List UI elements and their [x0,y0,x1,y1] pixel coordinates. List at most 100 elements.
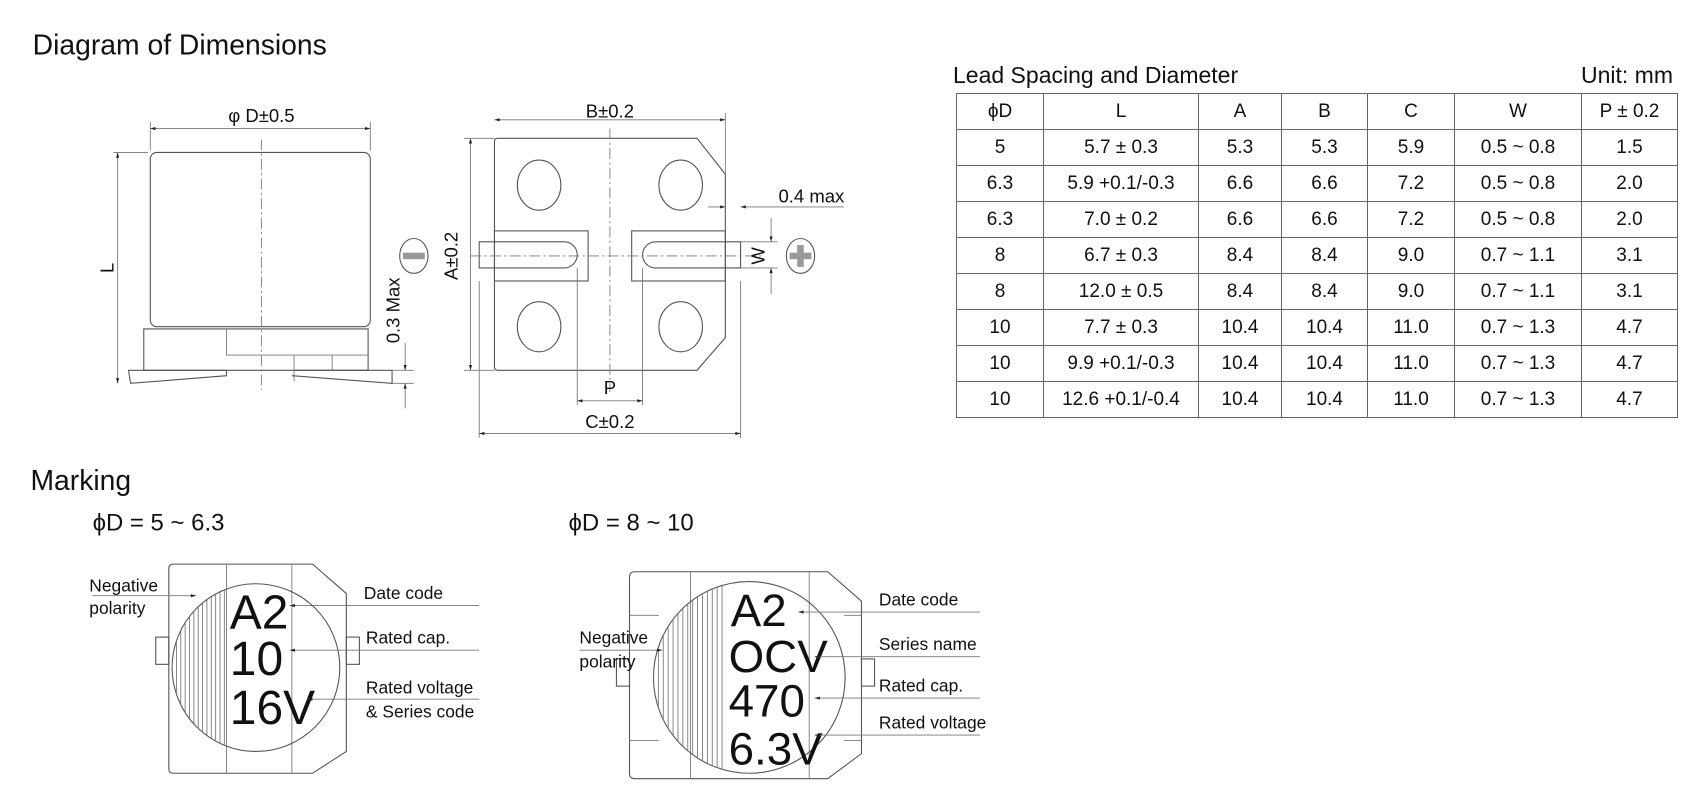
table-cell: 5.9 [1367,129,1455,166]
table-cell: 4.7 [1581,381,1678,418]
side-view-drawing: φ D±0.5 L 0.3 Max [96,105,414,409]
table-title-bar: Lead Spacing and Diameter Unit: mm [953,62,1673,89]
marking-large-line-4: 6.3V [729,724,824,775]
table-cell: 3.1 [1581,237,1678,274]
marking-large-line-1: A2 [731,585,787,636]
marking-small-heading: ϕD = 5 ~ 6.3 [93,509,225,536]
table-cell: 10.4 [1198,345,1282,382]
column-header: C [1367,93,1455,130]
b-label: B±0.2 [586,101,634,122]
table-cell: 8.4 [1281,273,1368,310]
table-cell: 10.4 [1281,309,1368,346]
table-cell: 5.3 [1281,129,1368,166]
large-neg-label-1: Negative [579,628,648,648]
table-cell: 0.7 ~ 1.1 [1454,273,1582,310]
table-cell: 5.7 ± 0.3 [1043,129,1199,166]
table-cell: 6.6 [1281,165,1368,202]
c-label: C±0.2 [585,411,634,432]
large-series-label: Series name [879,634,977,654]
table-cell: 10.4 [1198,309,1282,346]
small-neg-label-2: polarity [89,598,145,618]
table-cell: 6.6 [1198,201,1282,238]
table-cell: 6.3 [956,165,1044,202]
table-cell: 7.0 ± 0.2 [1043,201,1199,238]
small-date-label: Date code [364,583,443,603]
table-cell: 8 [956,273,1044,310]
w-label: W [748,247,769,265]
table-cell: 9.9 +0.1/-0.3 [1043,345,1199,382]
table-cell: 2.0 [1581,165,1678,202]
column-header: A [1198,93,1282,130]
table-cell: 4.7 [1581,309,1678,346]
table-cell: 12.6 +0.1/-0.4 [1043,381,1199,418]
table-cell: 10.4 [1281,381,1368,418]
table-cell: 4.7 [1581,345,1678,382]
large-cap-label: Rated cap. [879,676,963,696]
table-cell: 7.7 ± 0.3 [1043,309,1199,346]
table-cell: 8.4 [1198,273,1282,310]
small-volt-label-1: Rated voltage [366,678,473,698]
column-header: ϕD [956,93,1044,130]
table-title: Lead Spacing and Diameter [953,62,1239,88]
table-cell: 0.7 ~ 1.1 [1454,237,1582,274]
table-unit: Unit: mm [1581,62,1673,88]
column-header: B [1281,93,1368,130]
marking-large-heading: ϕD = 8 ~ 10 [569,509,694,536]
table-cell: 12.0 ± 0.5 [1043,273,1199,310]
table-cell: 0.7 ~ 1.3 [1454,309,1582,346]
marking-small-line-3: 16V [230,682,315,735]
p-label: P [604,377,616,398]
marking-title: Marking [30,464,131,496]
small-cap-label: Rated cap. [366,628,450,648]
table-cell: 0.7 ~ 1.3 [1454,381,1582,418]
marking-small-drawing: A2 10 16V Negative polarity Date code Ra… [89,563,480,774]
table-cell: 8 [956,237,1044,274]
marking-small-line-1: A2 [230,586,289,639]
marking-large-line-2: OCV [729,631,829,682]
table-cell: 2.0 [1581,201,1678,238]
table-cell: 7.2 [1367,165,1455,202]
table-cell: 3.1 [1581,273,1678,310]
table-cell: 10.4 [1198,381,1282,418]
table-cell: 8.4 [1198,237,1282,274]
marking-large-line-3: 470 [729,676,805,727]
table-cell: 0.7 ~ 1.3 [1454,345,1582,382]
large-neg-label-2: polarity [579,652,635,672]
table-cell: 9.0 [1367,237,1455,274]
large-volt-label: Rated voltage [879,713,986,733]
column-header: P ± 0.2 [1581,93,1678,130]
l-label: L [96,263,117,273]
marking-small-line-2: 10 [230,633,283,686]
phi-d-label: φ D±0.5 [228,105,294,126]
table-cell: 1.5 [1581,129,1678,166]
table-cell: 5 [956,129,1044,166]
table-cell: 5.3 [1198,129,1282,166]
minus-icon [399,237,429,274]
column-header: W [1454,93,1582,130]
table-cell: 11.0 [1367,309,1455,346]
max03-label: 0.3 Max [383,277,404,344]
max04-label: 0.4 max [778,186,845,207]
table-cell: 6.6 [1198,165,1282,202]
table-cell: 0.5 ~ 0.8 [1454,165,1582,202]
marking-large-drawing: A2 OCV 470 6.3V Negative polarity Date c… [579,571,986,780]
table-cell: 11.0 [1367,381,1455,418]
table-cell: 5.9 +0.1/-0.3 [1043,165,1199,202]
plus-icon [785,237,816,274]
table-cell: 8.4 [1281,237,1368,274]
large-date-label: Date code [879,590,958,610]
table-cell: 0.5 ~ 0.8 [1454,201,1582,238]
table-cell: 6.3 [956,201,1044,238]
top-view-drawing: B±0.2 A±0.2 C±0.2 P 0.4 max W [440,101,845,438]
small-neg-label-1: Negative [89,575,158,595]
column-header: L [1043,93,1199,130]
